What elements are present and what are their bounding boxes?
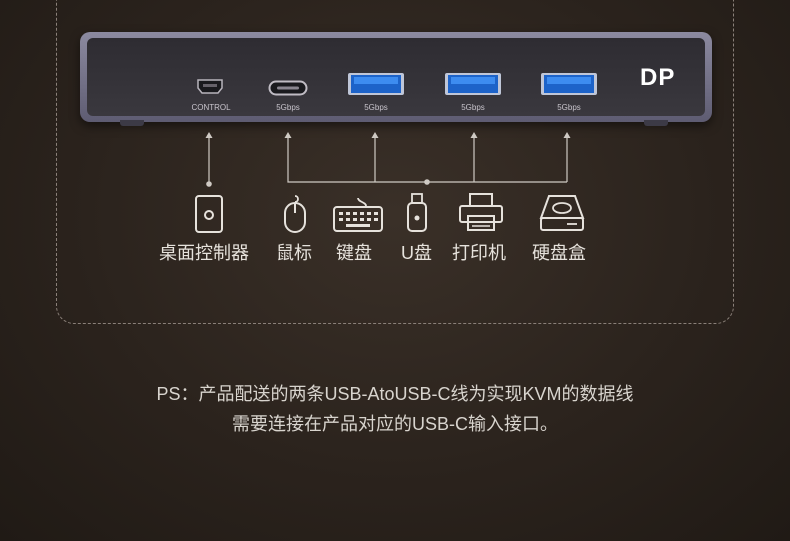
device-label-printer: 打印机 <box>452 243 506 263</box>
note-line-2: 需要连接在产品对应的USB-C输入接口。 <box>231 414 558 434</box>
dashed-frame <box>56 0 734 324</box>
usb-a-port[interactable] <box>540 72 598 96</box>
device-foot <box>120 120 144 126</box>
controller-icon <box>195 195 223 233</box>
usb-a-port[interactable] <box>444 72 502 96</box>
dp-logo: DP <box>640 64 676 91</box>
hdd-enclosure-icon <box>539 195 585 231</box>
device-label-mouse: 鼠标 <box>276 243 312 263</box>
device-label-keyboard: 键盘 <box>336 243 372 263</box>
control-port[interactable] <box>196 78 224 96</box>
usb-c-port-label: 5Gbps <box>276 103 300 112</box>
usb-a-port[interactable] <box>347 72 405 96</box>
keyboard-icon <box>333 197 383 232</box>
usb-a-port-label: 5Gbps <box>364 103 388 112</box>
mouse-icon <box>284 195 306 233</box>
printer-icon <box>459 193 503 231</box>
usb-drive-icon <box>407 193 427 232</box>
usb-a-port-label: 5Gbps <box>461 103 485 112</box>
control-port-label: CONTROL <box>191 103 231 112</box>
note-line-1: PS：产品配送的两条USB-AtoUSB-C线为实现KVM的数据线 <box>156 384 634 404</box>
device-foot <box>644 120 668 126</box>
device-label-controller: 桌面控制器 <box>159 243 249 263</box>
usb-c-port[interactable] <box>268 80 308 96</box>
usb-a-port-label: 5Gbps <box>557 103 581 112</box>
device-label-hdd: 硬盘盒 <box>532 243 586 263</box>
device-label-usb-drive: U盘 <box>401 243 432 263</box>
